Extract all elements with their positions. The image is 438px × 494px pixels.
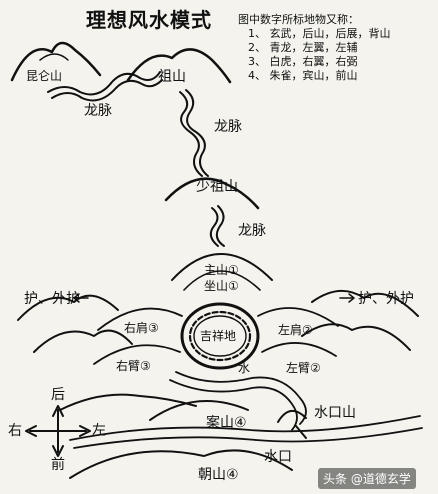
dragon-vein-3b — [215, 205, 225, 247]
jixiangdi-ring-inner — [188, 310, 252, 362]
zhushan-arc-inner — [183, 270, 261, 291]
hu-left-3 — [97, 307, 183, 331]
shaozushan-mountain — [164, 177, 260, 210]
label-hu-left: 护、外护 — [24, 291, 80, 307]
river-line-1 — [69, 415, 421, 441]
compass-arrow-down — [52, 445, 64, 457]
dragon-vein-1b — [51, 79, 163, 102]
zushan-mountain — [126, 48, 232, 84]
legend-item: 3、 白虎，右翼，右弼 — [248, 55, 358, 68]
label-shuikoushan: 水口山 — [314, 405, 356, 421]
label-chaoshan: 朝山④ — [198, 467, 239, 483]
shuikoushan-arrow — [295, 425, 307, 439]
diagram-title: 理想风水模式 — [86, 8, 212, 32]
chaoshan-mountain — [69, 449, 293, 479]
label-shaozushan: 少祖山 — [196, 179, 238, 195]
label-zuojian: 左肩② — [278, 323, 313, 337]
water-line-2 — [169, 379, 298, 431]
water-line-1 — [175, 371, 307, 425]
anshan-mountain-2 — [149, 400, 249, 421]
label-zhushan: 主山① — [204, 263, 239, 277]
label-hu-right: 护、外护 — [358, 291, 414, 307]
legend-heading: 图中数字所标地物又称： — [238, 13, 359, 26]
compass-front-label: 前 — [51, 457, 65, 473]
label-youjian: 右肩③ — [124, 321, 159, 335]
kunlun-mountain-inner — [39, 53, 69, 61]
arrow-left-hu — [73, 293, 89, 303]
hu-left-2 — [33, 329, 133, 353]
arrow-right-hu — [339, 293, 355, 303]
compass-right-label: 右 — [8, 423, 22, 439]
label-longmai-1: 龙脉 — [84, 103, 112, 119]
hu-right-3 — [257, 307, 339, 327]
shuikoushan-mark — [277, 410, 307, 423]
dragon-vein-2 — [179, 91, 203, 177]
label-longmai-3: 龙脉 — [238, 223, 266, 239]
label-longmai-2: 龙脉 — [214, 119, 242, 135]
hu-right-1 — [311, 290, 419, 317]
jixiangdi-ring-core — [193, 315, 247, 357]
compass-back-label: 后 — [51, 387, 65, 403]
legend-item: 4、 朱雀，宾山，前山 — [248, 69, 358, 82]
label-anshan: 案山④ — [206, 415, 247, 431]
anshan-mountain — [59, 393, 197, 411]
label-kunlun: 昆仑山 — [26, 69, 63, 83]
legend-item: 1、 玄武，后山，后展，背山 — [248, 27, 391, 40]
legend-item: 2、 青龙，左翼，左辅 — [248, 41, 358, 54]
compass-left-label: 左 — [92, 423, 106, 439]
dragon-vein-1 — [47, 71, 161, 96]
label-jixiangdi: 吉祥地 — [200, 329, 237, 343]
hu-left-1 — [17, 294, 119, 321]
river-line-2 — [73, 427, 423, 449]
watermark: 头条 @道德玄学 — [318, 468, 416, 489]
label-zushan: 祖山 — [158, 69, 186, 85]
label-youbi: 右臂③ — [116, 359, 151, 373]
dragon-vein-3 — [209, 207, 219, 247]
hu-left-4 — [93, 344, 181, 365]
hu-right-2 — [301, 323, 411, 351]
zhushan-arc-outer — [171, 253, 273, 281]
dragon-vein-2b — [185, 89, 209, 177]
compass-arrow-right — [79, 425, 91, 437]
label-shuikou: 水口 — [264, 449, 292, 465]
label-zuoshan: 坐山① — [204, 279, 239, 293]
jixiangdi-ring-outer — [180, 302, 260, 370]
compass-arrow-up — [52, 405, 64, 417]
kunlun-mountain — [10, 41, 102, 82]
hu-right-4 — [261, 342, 337, 357]
label-shui: 水 — [238, 361, 251, 375]
compass-arrow-left — [25, 425, 37, 437]
label-zuobi: 左臂② — [286, 361, 321, 375]
